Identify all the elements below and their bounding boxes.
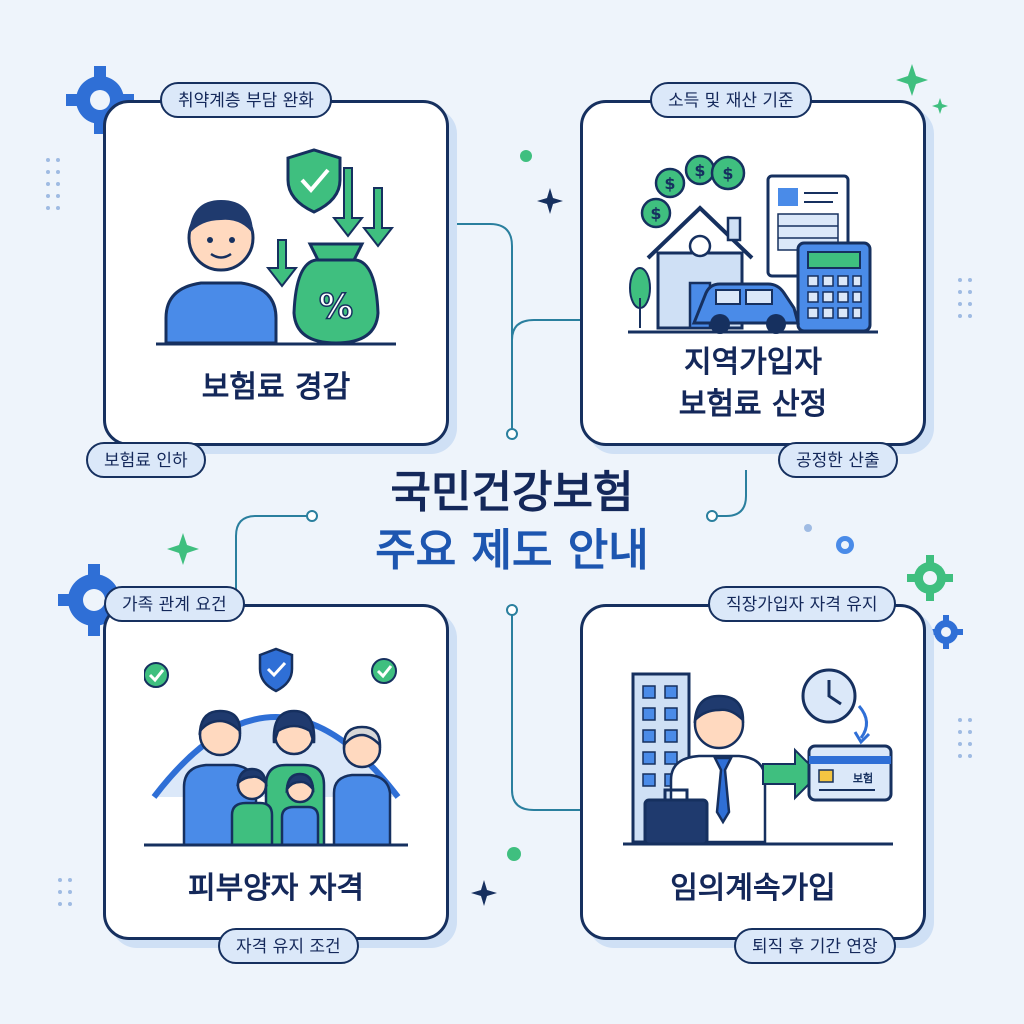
- card-regional-premium[interactable]: $$$$: [580, 100, 926, 446]
- check-circle-icon: [144, 658, 397, 688]
- tree-icon: [629, 267, 651, 328]
- insurance-card-label: 보험: [853, 771, 873, 785]
- family-icon: [182, 709, 392, 847]
- card-voluntary-continuation[interactable]: 보험 임의계속가입: [580, 604, 926, 940]
- card-premium-reduction[interactable]: % 보험료 경감: [103, 100, 449, 446]
- arrow-right-icon: [762, 747, 821, 801]
- voluntary-continuation-illustration: 보험: [623, 668, 893, 846]
- shield-check-icon: [258, 647, 294, 693]
- main-subtitle: 주요 제도 안내: [375, 525, 649, 576]
- regional-premium-illustration: $$$$: [628, 154, 878, 334]
- dot-pattern: [46, 158, 972, 906]
- tag-top: 소득 및 재산 기준: [650, 82, 812, 118]
- coin-icon: [640, 154, 746, 229]
- svg-text:$: $: [650, 204, 661, 223]
- svg-text:$: $: [664, 174, 675, 193]
- gear-icon: [929, 615, 963, 649]
- tag-bottom: 보험료 인하: [86, 442, 206, 478]
- svg-text:$: $: [694, 161, 705, 180]
- gear-icon: [907, 555, 953, 601]
- card-dependent-eligibility[interactable]: 피부양자 자격: [103, 604, 449, 940]
- tag-bottom: 공정한 산출: [778, 442, 898, 478]
- tag-top: 가족 관계 요건: [104, 586, 245, 622]
- car-icon: [691, 282, 800, 334]
- person-icon: [164, 200, 278, 345]
- tag-bottom: 퇴직 후 기간 연장: [734, 928, 896, 964]
- worker-icon: [669, 694, 767, 844]
- card-title-line1: 지역가입자: [684, 345, 822, 380]
- insurance-card-icon: 보험: [807, 744, 893, 802]
- clock-icon: [801, 668, 871, 745]
- svg-text:%: %: [319, 287, 353, 327]
- card-title: 보험료 경감: [201, 370, 351, 405]
- card-title-line2: 보험료 산정: [678, 387, 828, 422]
- premium-reduction-illustration: %: [156, 148, 396, 346]
- connector-lines: [235, 223, 747, 811]
- gear-icon: [836, 536, 854, 554]
- tag-top: 취약계층 부담 완화: [160, 82, 332, 118]
- tag-bottom: 자격 유지 조건: [218, 928, 359, 964]
- svg-text:$: $: [722, 164, 733, 183]
- calculator-icon: [796, 241, 872, 333]
- tag-top: 직장가입자 자격 유지: [708, 586, 896, 622]
- card-title: 임의계속가입: [670, 871, 836, 906]
- family-illustration: [144, 647, 408, 847]
- card-title: 피부양자 자격: [187, 871, 365, 906]
- money-bag-percent-icon: %: [292, 242, 380, 345]
- main-title: 국민건강보험: [390, 467, 634, 518]
- shield-check-icon: [286, 148, 342, 214]
- down-arrow-icon: [265, 167, 395, 288]
